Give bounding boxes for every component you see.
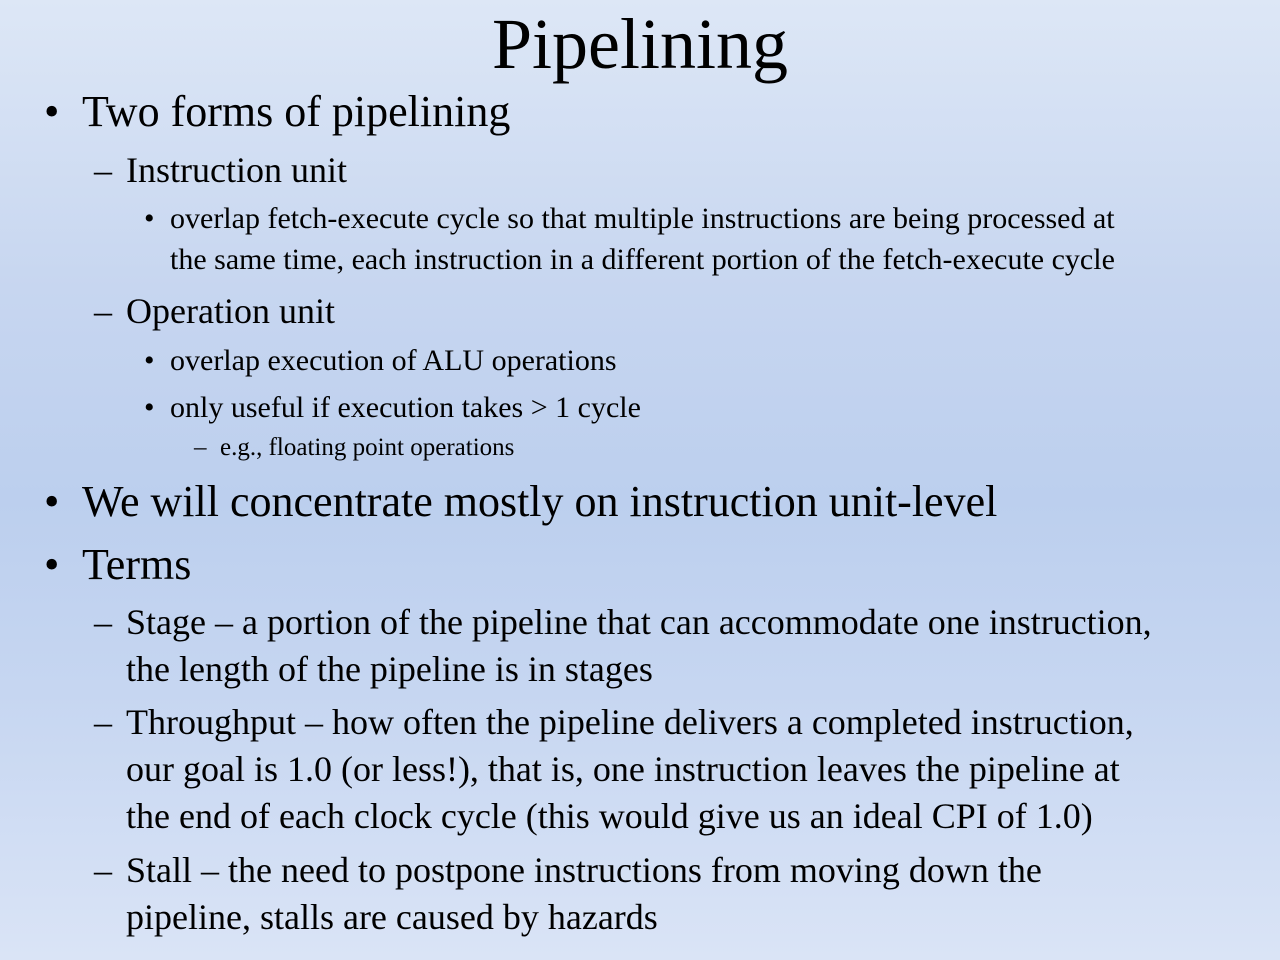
term-stage-line2: the length of the pipeline is in stages bbox=[126, 649, 653, 689]
slide-title: Pipelining bbox=[491, 4, 788, 84]
bullet-two-forms: Two forms of pipelining bbox=[82, 87, 511, 136]
bullet-concentrate: We will concentrate mostly on instructio… bbox=[82, 477, 998, 526]
subbullet-operation-unit: Operation unit bbox=[126, 291, 335, 331]
bullet-dash: – bbox=[94, 291, 112, 331]
detail-floating-point: e.g., floating point operations bbox=[220, 434, 515, 461]
bullet-terms: Terms bbox=[82, 540, 192, 589]
bullet-dash: – bbox=[94, 602, 112, 642]
term-throughput-line2: our goal is 1.0 (or less!), that is, one… bbox=[126, 749, 1120, 789]
bullet-dash: – bbox=[94, 850, 112, 890]
detail-only-useful: only useful if execution takes > 1 cycle bbox=[170, 391, 641, 424]
bullet-dot: • bbox=[44, 477, 60, 526]
detail-overlap-fetch-line1: overlap fetch-execute cycle so that mult… bbox=[170, 202, 1115, 235]
term-stall-line2: pipeline, stalls are caused by hazards bbox=[126, 897, 658, 937]
bullet-dot: • bbox=[44, 87, 60, 136]
bullet-dot: • bbox=[144, 344, 155, 377]
term-stall-line1: Stall – the need to postpone instruction… bbox=[126, 850, 1042, 890]
bullet-dash: – bbox=[194, 434, 207, 461]
bullet-dash: – bbox=[94, 702, 112, 742]
bullet-dot: • bbox=[144, 391, 155, 424]
term-throughput-line1: Throughput – how often the pipeline deli… bbox=[126, 702, 1134, 742]
bullet-dot: • bbox=[44, 540, 60, 589]
subbullet-instruction-unit: Instruction unit bbox=[126, 150, 347, 190]
detail-overlap-alu: overlap execution of ALU operations bbox=[170, 344, 617, 377]
bullet-dash: – bbox=[94, 150, 112, 190]
bullet-dot: • bbox=[144, 202, 155, 235]
term-throughput-line3: the end of each clock cycle (this would … bbox=[126, 796, 1093, 836]
term-stage-line1: Stage – a portion of the pipeline that c… bbox=[126, 602, 1152, 642]
detail-overlap-fetch-line2: the same time, each instruction in a dif… bbox=[170, 243, 1115, 276]
